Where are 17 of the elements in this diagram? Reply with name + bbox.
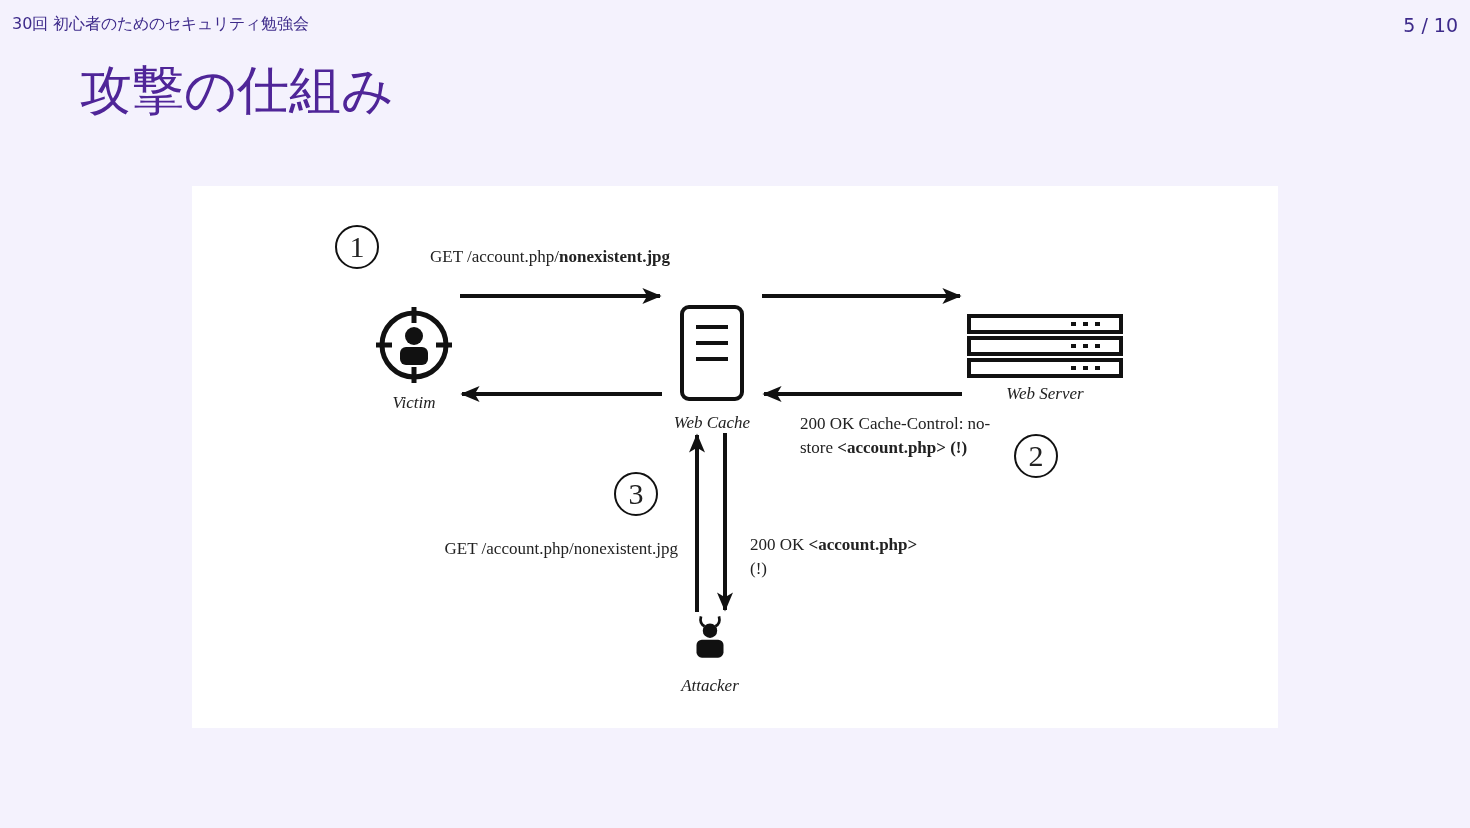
node-label: Web Cache bbox=[672, 413, 752, 433]
arrow bbox=[689, 433, 705, 612]
slide-header: 30回 初心者のためのセキュリティ勉強会 bbox=[12, 14, 311, 35]
edge-label: 200 OK Cache-Control: no-store <account.php> (!) bbox=[800, 413, 992, 459]
arrow bbox=[762, 288, 962, 304]
arrow bbox=[460, 386, 662, 402]
edge-label: 200 OK <account.php> (!) bbox=[750, 534, 919, 580]
node-label: Web Server bbox=[1005, 384, 1085, 404]
edge-label: GET /account.php/nonexistent.jpg bbox=[430, 246, 672, 268]
node-label: Victim bbox=[391, 393, 437, 413]
arrow bbox=[717, 433, 733, 612]
arrow bbox=[460, 288, 662, 304]
node-label: Attacker bbox=[679, 676, 740, 696]
slide-title: 攻撃の仕組み bbox=[80, 59, 394, 122]
edge-label: GET /account.php/nonexistent.jpg bbox=[443, 538, 678, 560]
arrow bbox=[762, 386, 962, 402]
page-number: 5 / 10 bbox=[1402, 14, 1458, 36]
